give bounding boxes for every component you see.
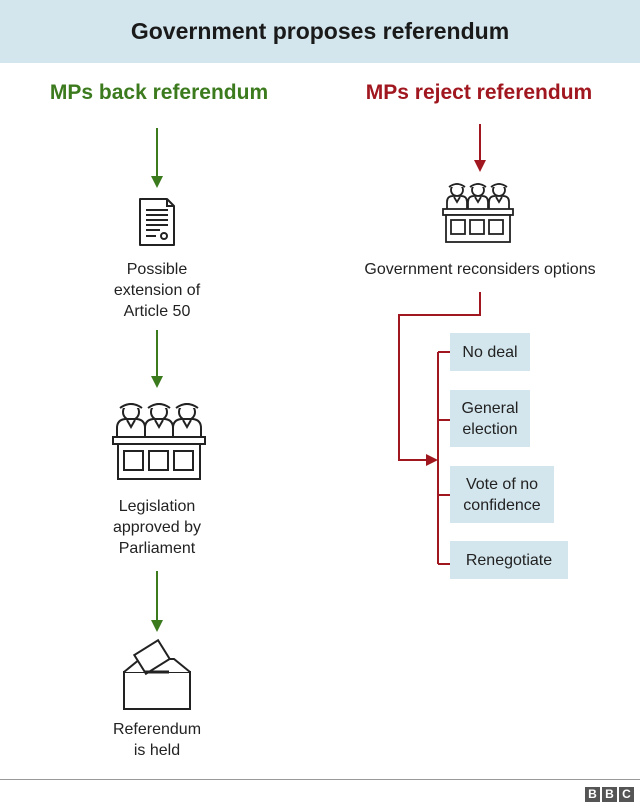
label-reconsiders: Government reconsiders options xyxy=(364,261,596,278)
branch-title-back: MPs back referendum xyxy=(49,81,269,104)
document-icon xyxy=(139,198,175,246)
options-connector xyxy=(398,292,481,565)
branch-title-reject: MPs reject referendum xyxy=(365,81,593,104)
label-line: Legislation xyxy=(118,498,196,515)
option-label: General xyxy=(461,399,519,417)
option-label: No deal xyxy=(462,343,518,361)
label-legislation: Legislation approved by Parliament xyxy=(90,496,224,559)
option-general-election: General election xyxy=(450,390,530,447)
parliament-icon-small xyxy=(442,183,514,243)
option-renegotiate: Renegotiate xyxy=(450,541,568,579)
logo-letter: B xyxy=(585,787,600,802)
arrow-left-3 xyxy=(151,571,163,632)
option-vote-no-confidence: Vote of no confidence xyxy=(450,466,554,523)
arrow-left-1 xyxy=(151,128,163,188)
option-no-deal: No deal xyxy=(450,333,530,371)
label-referendum-held: Referendum is held xyxy=(90,719,224,761)
arrow-right-1 xyxy=(474,124,486,172)
label-line: Possible xyxy=(126,261,188,278)
label-line: approved by xyxy=(112,519,202,536)
label-line: Article 50 xyxy=(123,303,191,320)
logo-letter: C xyxy=(619,787,634,802)
arrow-left-2 xyxy=(151,330,163,388)
footer-divider xyxy=(0,779,640,780)
logo-letter: B xyxy=(602,787,617,802)
label-line: Parliament xyxy=(118,540,196,557)
option-label: Vote of no xyxy=(465,475,539,493)
option-label: Renegotiate xyxy=(465,551,553,569)
option-label: confidence xyxy=(463,496,541,514)
diagram-header: Government proposes referendum xyxy=(0,0,640,63)
label-line: extension of xyxy=(113,282,201,299)
option-label: election xyxy=(462,420,518,438)
label-line: is held xyxy=(133,742,181,759)
diagram-title: Government proposes referendum xyxy=(130,18,510,44)
label-line: Referendum xyxy=(112,721,202,738)
ballot-box-icon xyxy=(123,638,191,710)
parliament-icon-large xyxy=(112,403,206,480)
bbc-logo: B B C xyxy=(585,787,634,802)
label-article-50: Possible extension of Article 50 xyxy=(90,259,224,322)
options-arrowhead xyxy=(426,454,438,466)
